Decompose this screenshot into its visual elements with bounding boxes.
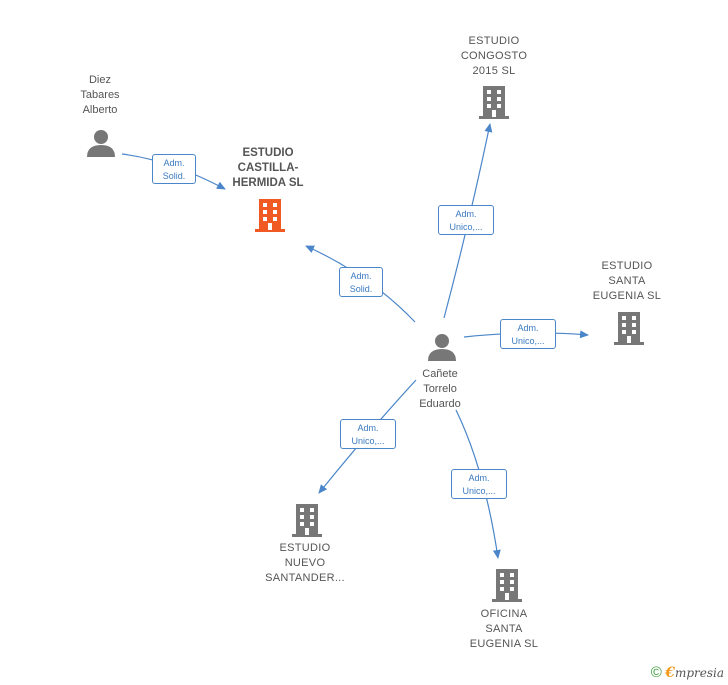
node-label-castilla[interactable]: ESTUDIO CASTILLA- HERMIDA SL bbox=[232, 147, 304, 189]
node-label-diez[interactable]: Diez Tabares Alberto bbox=[80, 74, 120, 116]
building-icon[interactable] bbox=[254, 197, 286, 233]
edge-label-canete-congosto[interactable]: Adm. Unico,... bbox=[438, 205, 494, 235]
edge-label-diez-castilla[interactable]: Adm. Solid. bbox=[152, 154, 196, 184]
node-label-oficina[interactable]: OFICINA SANTA EUGENIA SL bbox=[469, 608, 539, 650]
node-label-nuevo-santander[interactable]: ESTUDIO NUEVO SANTANDER... bbox=[265, 542, 345, 584]
edge-label-canete-oficina[interactable]: Adm. Unico,... bbox=[451, 469, 507, 499]
node-label-congosto[interactable]: ESTUDIO CONGOSTO 2015 SL bbox=[460, 35, 528, 77]
building-icon[interactable] bbox=[291, 502, 323, 538]
person-icon[interactable] bbox=[86, 128, 116, 158]
edge-label-canete-nuevo[interactable]: Adm. Unico,... bbox=[340, 419, 396, 449]
copyright-footer: © €mpresia bbox=[651, 664, 724, 681]
empresia-logo[interactable]: €mpresia bbox=[665, 665, 724, 681]
person-icon[interactable] bbox=[427, 332, 457, 362]
building-icon[interactable] bbox=[478, 84, 510, 120]
building-icon[interactable] bbox=[613, 310, 645, 346]
edge-label-canete-castilla[interactable]: Adm. Solid. bbox=[339, 267, 383, 297]
building-icon[interactable] bbox=[491, 567, 523, 603]
node-label-canete[interactable]: Cañete Torrelo Eduardo bbox=[419, 368, 461, 410]
edge-label-canete-santa[interactable]: Adm. Unico,... bbox=[500, 319, 556, 349]
node-label-santa-eugenia[interactable]: ESTUDIO SANTA EUGENIA SL bbox=[592, 260, 662, 302]
copyright-icon: © bbox=[650, 664, 662, 681]
